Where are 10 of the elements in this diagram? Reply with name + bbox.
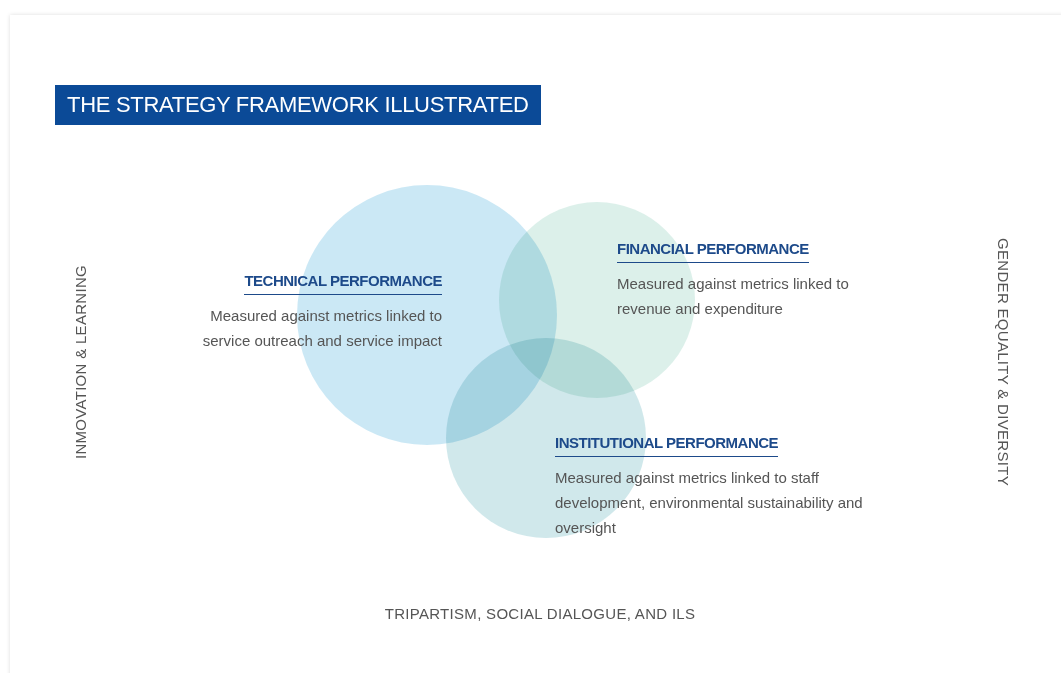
axis-label: GENDER EQUALITY & DIVERSITY	[994, 238, 1012, 486]
section-heading: INSTITUTIONAL PERFORMANCE	[555, 434, 779, 457]
section-heading: TECHNICAL PERFORMANCE	[244, 272, 442, 295]
description-text: Measured against metrics linked to service outreach and service impact	[201, 306, 442, 351]
axis-label: INMOVATION & LEARNING	[71, 264, 89, 460]
title-banner: THE STRATEGY FRAMEWORK ILLUSTRATED	[55, 85, 541, 125]
section-heading: FINANCIAL PERFORMANCE	[617, 240, 809, 263]
axis-label: TRIPARTISM, SOCIAL DIALOGUE, AND ILS	[384, 604, 696, 622]
description-text: Measured against metrics linked to revenue and expenditure	[617, 274, 850, 319]
description-text: Measured against metrics linked to staff development, environmental sustainability and oversight	[555, 468, 864, 538]
